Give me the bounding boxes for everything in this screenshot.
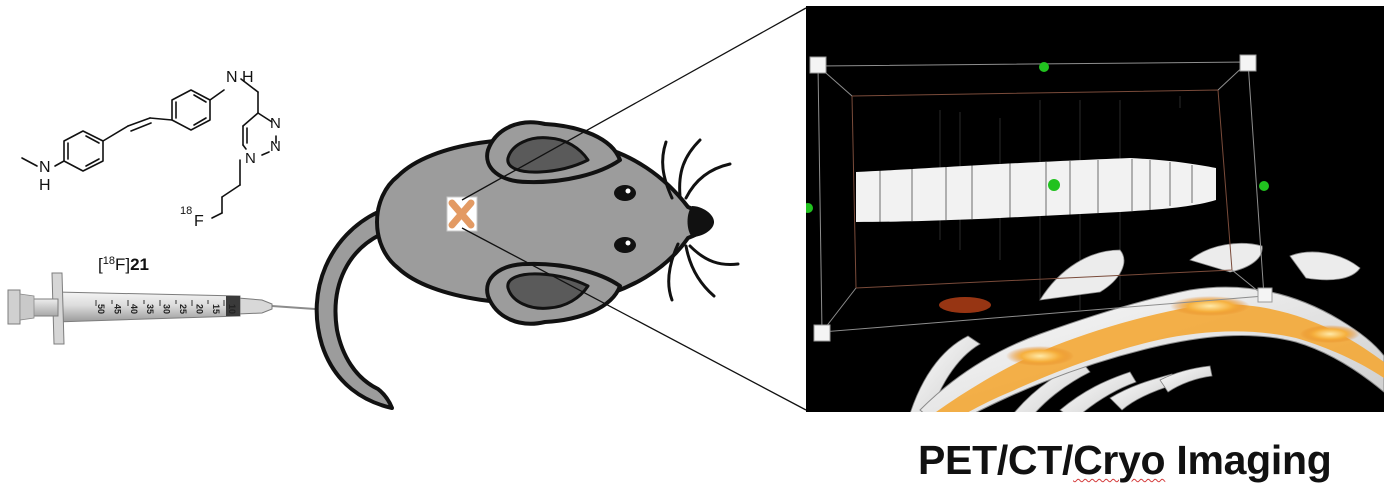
atom-fluorine: F xyxy=(194,213,204,230)
atom-n-left: N xyxy=(39,159,51,176)
ct-ribs xyxy=(910,335,1213,412)
caption-prefix: PET/CT/ xyxy=(918,437,1074,483)
syringe-scale-label: 25 xyxy=(178,304,188,314)
mouse-nose xyxy=(687,206,714,237)
compound-label-bracket: [ xyxy=(98,255,103,274)
stilbene-double-bond xyxy=(102,117,173,142)
chemical-atom-labels: N H N H N N N 18 F xyxy=(39,69,281,230)
benzene-ring-left xyxy=(63,130,104,172)
compound-label-number: 21 xyxy=(130,255,149,274)
injection-site-marker xyxy=(446,196,478,232)
atom-fluorine-isotope: 18 xyxy=(180,205,192,217)
atom-h-left: H xyxy=(39,177,51,194)
compound-label-element: F] xyxy=(115,255,130,274)
mouse-illustration xyxy=(314,120,740,410)
syringe-scale-labels: 50 45 40 35 30 25 20 15 10 xyxy=(96,304,237,314)
atom-triazole-n2: N xyxy=(270,138,281,155)
pet-signal xyxy=(936,304,1384,412)
mouse-eye-top xyxy=(614,185,636,201)
mouse-whiskers xyxy=(661,138,740,302)
syringe-scale-label: 10 xyxy=(227,304,237,314)
syringe-scale-label: 15 xyxy=(211,304,221,314)
syringe-scale-label: 50 xyxy=(96,304,106,314)
pet-ct-scan-image xyxy=(806,6,1384,412)
compound-label-isotope: 18 xyxy=(103,255,115,267)
render-handles xyxy=(806,62,1269,213)
atom-triazole-n3: N xyxy=(270,115,281,132)
chemical-structure xyxy=(21,78,277,219)
mouse-tail xyxy=(314,210,394,410)
syringe-scale-label: 40 xyxy=(129,304,139,314)
syringe-scale-label: 35 xyxy=(145,304,155,314)
atom-n-top: N xyxy=(226,69,238,86)
triazole-ring xyxy=(242,112,277,156)
caption-suffix: Imaging xyxy=(1165,437,1332,483)
atom-triazole-n1: N xyxy=(245,150,256,167)
syringe-scale-label: 20 xyxy=(194,304,204,314)
mouse-eye-bottom xyxy=(614,237,636,253)
syringe-scale-label: 45 xyxy=(112,304,122,314)
benzene-ring-right xyxy=(171,89,211,131)
zoom-connector-lines xyxy=(461,7,807,411)
atom-h-top: H xyxy=(242,69,254,86)
render-corner-cubes xyxy=(809,54,1273,342)
imaging-caption: PET/CT/Cryo Imaging xyxy=(918,437,1338,487)
compound-label: [18F]21 xyxy=(98,255,149,274)
caption-cryo: Cryo xyxy=(1073,437,1166,483)
syringe-scale-label: 30 xyxy=(162,304,172,314)
syringe-icon xyxy=(7,272,316,345)
